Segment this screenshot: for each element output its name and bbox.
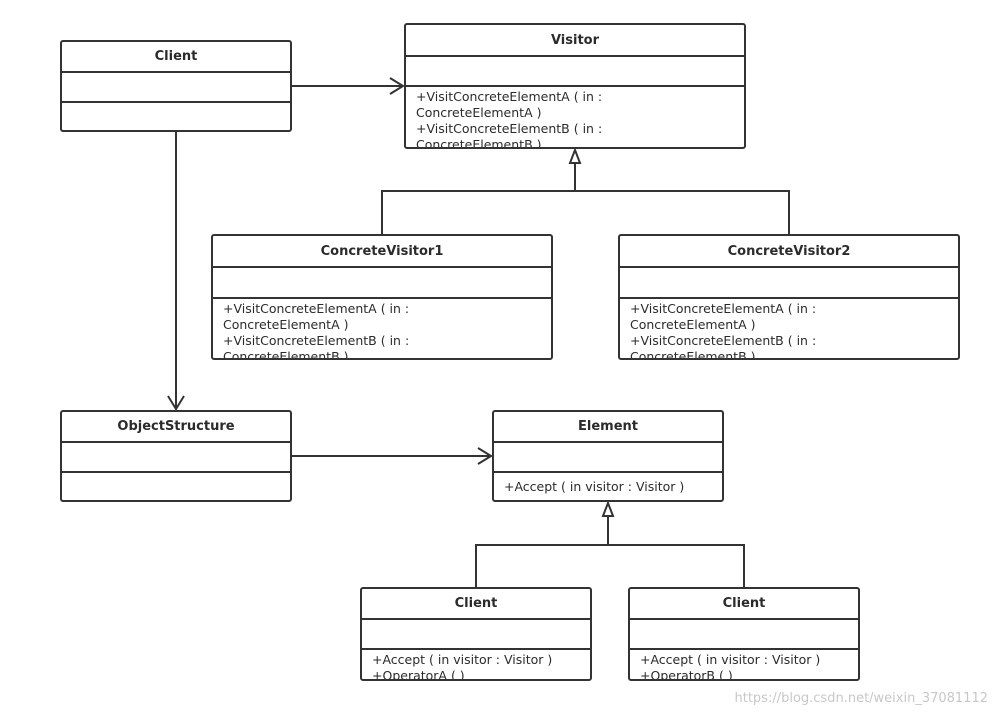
class-name: ObjectStructure — [62, 412, 290, 443]
class-operations: +VisitConcreteElementA ( in : ConcreteEl… — [620, 299, 958, 360]
operation-line: ConcreteElementA ) — [223, 317, 349, 332]
class-operations: +VisitConcreteElementA ( in : ConcreteEl… — [406, 87, 744, 149]
generalization-elements-branch — [475, 544, 745, 588]
class-concrete-visitor2: ConcreteVisitor2 +VisitConcreteElementA … — [618, 234, 960, 360]
class-attributes — [362, 620, 590, 650]
operation-line: +Accept ( in visitor : Visitor ) — [504, 479, 685, 494]
open-arrowhead — [389, 77, 405, 95]
class-operations: +VisitConcreteElementA ( in : ConcreteEl… — [213, 299, 551, 360]
class-concrete-visitor1: ConcreteVisitor1 +VisitConcreteElementA … — [211, 234, 553, 360]
class-operations: +Accept ( in visitor : Visitor ) — [494, 473, 722, 495]
class-client-b: Client +Accept ( in visitor : Visitor ) … — [628, 587, 860, 681]
hollow-triangle-arrowhead — [601, 500, 615, 517]
class-attributes — [62, 443, 290, 473]
operation-line: ConcreteElementB ) — [416, 137, 542, 149]
operation-line: +OperatorB ( ) — [640, 668, 733, 681]
class-attributes — [406, 57, 744, 87]
operation-line: ConcreteElementA ) — [630, 317, 756, 332]
operation-line: ConcreteElementB ) — [223, 349, 349, 360]
hollow-triangle-arrowhead — [568, 147, 582, 164]
class-attributes — [494, 443, 722, 473]
watermark-text: https://blog.csdn.net/weixin_37081112 — [734, 691, 988, 706]
class-attributes — [620, 268, 958, 299]
class-operations: +Accept ( in visitor : Visitor ) +Operat… — [362, 650, 590, 681]
operation-line: +VisitConcreteElementB ( in : — [630, 333, 817, 348]
class-operations — [62, 473, 290, 475]
generalization-visitors-branch — [381, 190, 790, 235]
class-client: Client — [60, 40, 292, 132]
class-name: Client — [62, 42, 290, 73]
class-attributes — [213, 268, 551, 299]
operation-line: +Accept ( in visitor : Visitor ) — [372, 652, 553, 667]
class-name: ConcreteVisitor1 — [213, 236, 551, 268]
operation-line: +VisitConcreteElementB ( in : — [223, 333, 410, 348]
open-arrowhead — [477, 447, 493, 465]
class-client-a: Client +Accept ( in visitor : Visitor ) … — [360, 587, 592, 681]
class-name: Client — [362, 589, 590, 620]
class-attributes — [630, 620, 858, 650]
class-element: Element +Accept ( in visitor : Visitor ) — [492, 410, 724, 502]
operation-line: +VisitConcreteElementA ( in : — [223, 301, 410, 316]
class-name: Client — [630, 589, 858, 620]
open-arrowhead — [167, 395, 185, 411]
class-name: Visitor — [406, 25, 744, 57]
operation-line: +VisitConcreteElementA ( in : — [416, 89, 603, 104]
class-object-structure: ObjectStructure — [60, 410, 292, 502]
class-operations: +Accept ( in visitor : Visitor ) +Operat… — [630, 650, 858, 681]
operation-line: +VisitConcreteElementB ( in : — [416, 121, 603, 136]
class-name: ConcreteVisitor2 — [620, 236, 958, 268]
operation-line: +VisitConcreteElementA ( in : — [630, 301, 817, 316]
operation-line: +OperatorA ( ) — [372, 668, 465, 681]
operation-line: +Accept ( in visitor : Visitor ) — [640, 652, 821, 667]
class-visitor: Visitor +VisitConcreteElementA ( in : Co… — [404, 23, 746, 149]
operation-line: ConcreteElementA ) — [416, 105, 542, 120]
class-operations — [62, 103, 290, 105]
class-attributes — [62, 73, 290, 103]
class-name: Element — [494, 412, 722, 443]
operation-line: ConcreteElementB ) — [630, 349, 756, 360]
